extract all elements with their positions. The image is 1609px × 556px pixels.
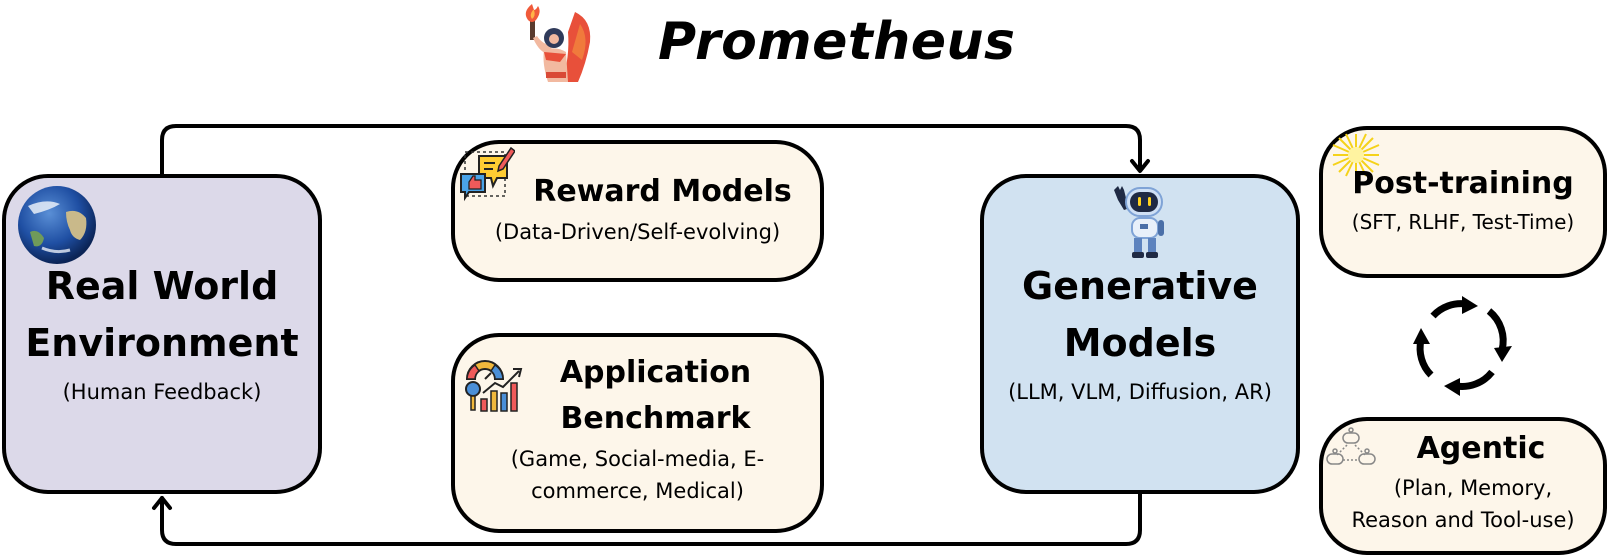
title-block: Prometheus [520,0,1015,90]
benchmark-subtitle-line2: commerce, Medical) [531,479,744,503]
sparkle-icon [1332,133,1380,177]
post-training-subtitle: (SFT, RLHF, Test-Time) [1351,210,1575,234]
reward-models-title: Reward Models [533,174,792,209]
benchmark-title-line1: Application [559,355,752,390]
agentic-subtitle-line1: (Plan, Memory, [1393,476,1553,500]
generative-title-line1: Generative [1022,264,1258,308]
waving-robot-icon [1114,186,1164,258]
benchmark-title-line2: Benchmark [560,401,751,436]
node-generative-models: Generative Models (LLM, VLM, Diffusion, … [980,174,1300,494]
environment-subtitle: (Human Feedback) [62,380,262,404]
benchmark-subtitle-line1: (Game, Social-media, E- [510,447,765,471]
generative-title-line2: Models [1063,321,1217,365]
earth-globe-icon [18,186,96,264]
node-post-training: Post-training (SFT, RLHF, Test-Time) [1319,126,1607,278]
multi-agent-network-icon [1326,427,1376,465]
node-application-benchmark: Application Benchmark (Game, Social-medi… [451,333,824,533]
page-title: Prometheus [658,12,1016,72]
feedback-thumbs-up-icon [460,146,515,202]
generative-subtitle: (LLM, VLM, Diffusion, AR) [1008,380,1272,404]
node-agentic: Agentic (Plan, Memory, Reason and Tool-u… [1319,417,1607,555]
agentic-subtitle-line2: Reason and Tool-use) [1351,508,1575,532]
environment-title-line2: Environment [25,321,299,365]
prometheus-torch-icon [525,4,591,82]
gauge-chart-icon [465,360,523,412]
cycle-arrows-icon [1416,300,1507,390]
node-reward-models: Reward Models (Data-Driven/Self-evolving… [451,140,824,282]
post-training-title: Post-training [1352,166,1574,201]
reward-models-subtitle: (Data-Driven/Self-evolving) [494,220,781,244]
agentic-title: Agentic [1416,431,1546,466]
environment-title-line1: Real World [45,264,279,308]
node-real-world-environment: Real World Environment (Human Feedback) [2,174,322,494]
